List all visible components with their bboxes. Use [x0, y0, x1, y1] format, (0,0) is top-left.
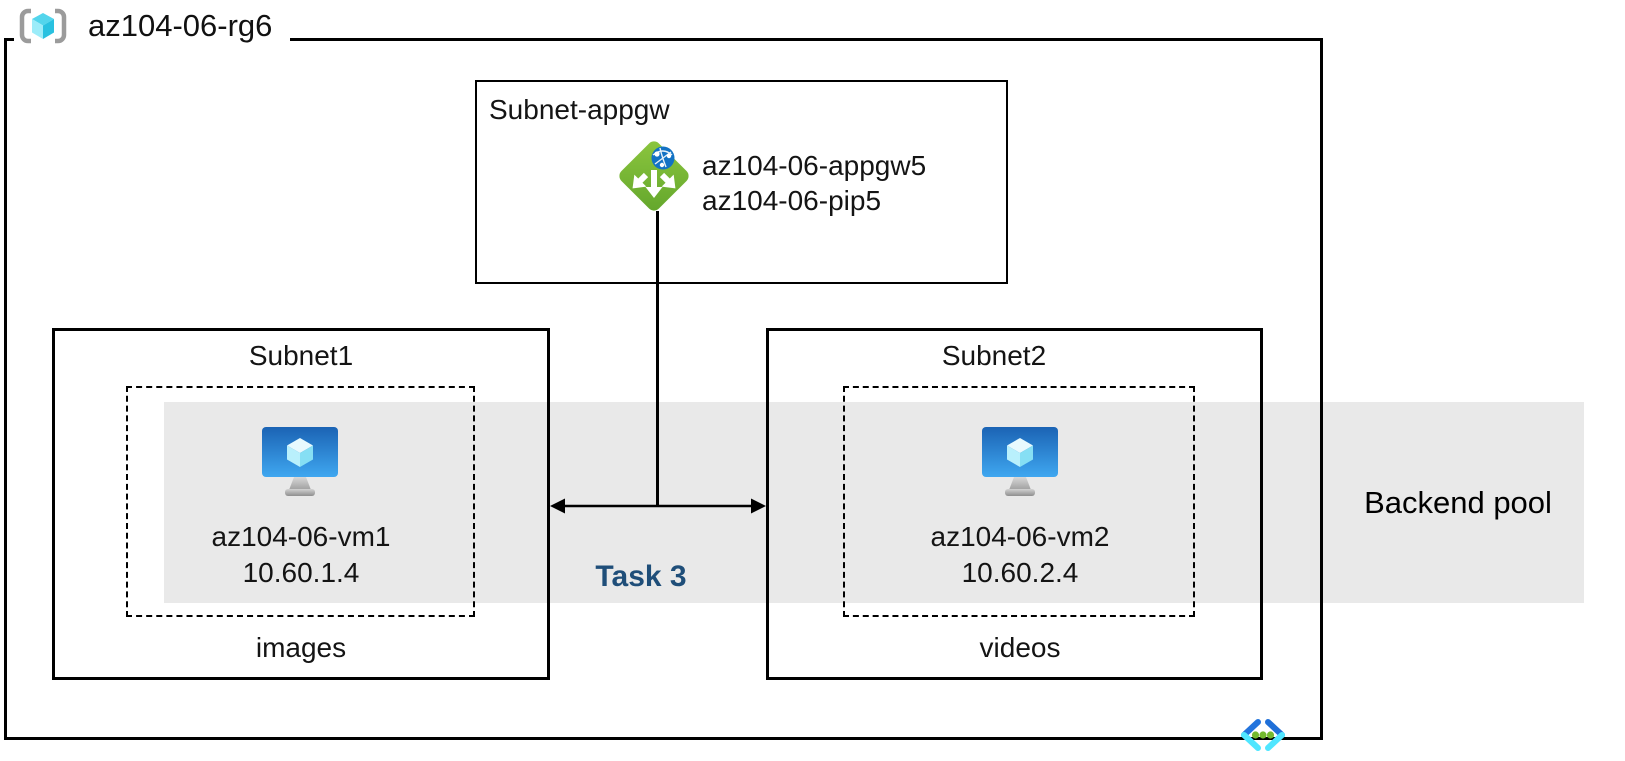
subnet2-label: Subnet2 [941, 340, 1047, 371]
subnet1-caption: images [255, 632, 347, 663]
resource-group-name: az104-06-rg6 [88, 8, 273, 43]
subnet1-box [52, 328, 550, 680]
task-label: Task 3 [595, 560, 687, 593]
virtual-machine-icon [982, 427, 1058, 496]
resource-group-icon [19, 8, 67, 44]
vm1-text: az104-06-vm1 10.60.1.4 [52, 519, 550, 591]
virtual-network-icon [1241, 719, 1285, 751]
vm1-name: az104-06-vm1 [211, 521, 391, 552]
vm1-ip: 10.60.1.4 [242, 557, 360, 588]
appgw-connector-line [656, 211, 659, 507]
subnet1-label: Subnet1 [248, 340, 354, 371]
subnet1-backend-dashed-box [126, 386, 475, 617]
appgw-name: az104-06-appgw5 [702, 150, 927, 181]
application-gateway-icon [619, 141, 689, 211]
subnet2-backend-dashed-box [843, 386, 1195, 617]
appgw-public-ip-name: az104-06-pip5 [702, 185, 882, 216]
virtual-machine-icon [262, 427, 338, 496]
subnet-appgw-label: Subnet-appgw [489, 94, 670, 125]
backend-pool-label: Backend pool [1364, 484, 1552, 520]
vm2-ip: 10.60.2.4 [961, 557, 1079, 588]
subnet2-box [766, 328, 1263, 680]
subnet-appgw-box [475, 80, 1008, 284]
appgw-name-lines: az104-06-appgw5 az104-06-pip5 [702, 148, 926, 218]
vm2-text: az104-06-vm2 10.60.2.4 [766, 519, 1274, 591]
resource-group-header: az104-06-rg6 [14, 5, 291, 47]
vm2-name: az104-06-vm2 [930, 521, 1110, 552]
subnet2-caption: videos [979, 632, 1061, 663]
subnet-double-arrow [550, 498, 766, 514]
backend-pool-band [164, 402, 1584, 603]
resource-group-box [4, 38, 1323, 740]
